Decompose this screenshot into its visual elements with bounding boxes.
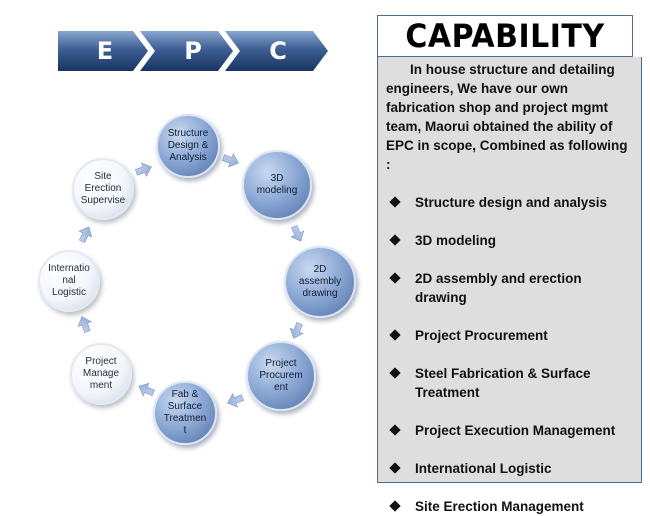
list-item: Steel Fabrication & Surface Treatment xyxy=(386,364,635,402)
node-site-erection-supervise: Site Erection Supervise xyxy=(72,158,134,220)
epc-banner: E P C xyxy=(58,26,328,76)
capability-list: Structure design and analysis 3D modelin… xyxy=(386,193,635,516)
list-item: Project Procurement xyxy=(386,326,635,345)
epc-cycle-diagram: Structure Design & Analysis 3D modeling … xyxy=(38,114,356,445)
arrow-4 xyxy=(227,393,244,408)
epc-letter-c: C xyxy=(269,37,287,65)
cycle-arrows xyxy=(77,153,305,408)
arrow-7 xyxy=(78,226,93,244)
list-item-label: Site Erection Management xyxy=(415,499,584,514)
diamond-bullet-icon xyxy=(390,330,401,341)
node-3d-modeling: 3D modeling xyxy=(242,150,312,220)
diamond-bullet-icon xyxy=(390,463,401,474)
node-project-procurement: Project Procurem ent xyxy=(246,341,316,411)
list-item: 2D assembly and erection drawing xyxy=(386,269,635,307)
chevron-e xyxy=(58,31,148,71)
arrow-5 xyxy=(138,382,156,397)
chevron-p xyxy=(140,31,233,71)
node-international-logistic: Internatio nal Logistic xyxy=(38,250,100,312)
node-structure-design-analysis: Structure Design & Analysis xyxy=(156,114,220,178)
diamond-bullet-icon xyxy=(390,368,401,379)
arrow-6 xyxy=(77,316,92,333)
capability-title: CAPABILITY xyxy=(405,17,605,55)
capability-title-box: CAPABILITY xyxy=(377,15,633,57)
node-project-management: Project Manage ment xyxy=(70,343,132,405)
list-item-label: Structure design and analysis xyxy=(415,195,608,210)
list-item: Site Erection Management xyxy=(386,497,635,516)
list-item-label: Steel Fabrication & Surface Treatment xyxy=(415,366,591,400)
epc-chevrons xyxy=(58,31,328,71)
list-item: 3D modeling xyxy=(386,231,635,250)
list-item: Project Execution Management xyxy=(386,421,635,440)
diamond-bullet-icon xyxy=(390,501,401,512)
list-item: Structure design and analysis xyxy=(386,193,635,212)
list-item: International Logistic xyxy=(386,459,635,478)
list-item-label: Project Execution Management xyxy=(415,423,616,438)
epc-letter-p: P xyxy=(184,37,202,65)
chevron-c xyxy=(225,31,328,71)
arrow-1 xyxy=(222,153,239,168)
node-2d-assembly-drawing: 2D assembly drawing xyxy=(284,246,356,318)
arrow-2 xyxy=(290,224,305,242)
diamond-bullet-icon xyxy=(390,273,401,284)
epc-letter-e: E xyxy=(96,37,114,65)
diamond-bullet-icon xyxy=(390,425,401,436)
list-item-label: International Logistic xyxy=(415,461,552,476)
capability-panel: In house structure and detailing enginee… xyxy=(377,57,642,514)
list-item-label: Project Procurement xyxy=(415,328,548,343)
arrow-3 xyxy=(289,321,304,339)
list-item-label: 2D assembly and erection drawing xyxy=(415,271,582,305)
diamond-bullet-icon xyxy=(390,197,401,208)
arrow-8 xyxy=(135,162,152,177)
list-item-label: 3D modeling xyxy=(415,233,497,248)
capability-intro: In house structure and detailing enginee… xyxy=(386,62,628,172)
node-fab-surface-treatment: Fab & Surface Treatmen t xyxy=(153,381,217,445)
diamond-bullet-icon xyxy=(390,235,401,246)
